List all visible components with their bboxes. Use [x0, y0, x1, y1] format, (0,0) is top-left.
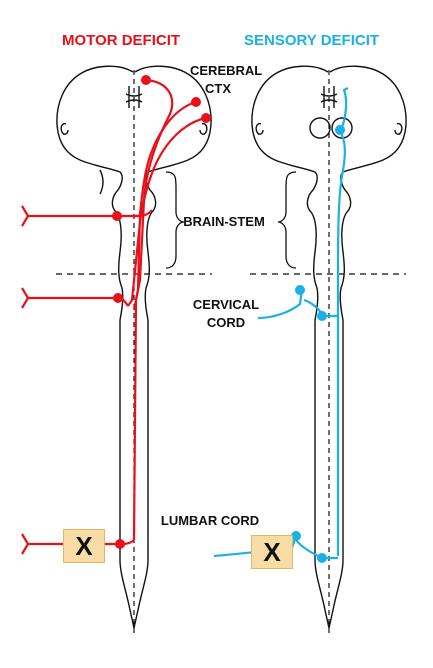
motor-soma-cortex-1	[141, 75, 151, 85]
motor-soma-cortex-3	[201, 113, 211, 123]
cerebral-cortex-label: CEREBRAL CTX	[190, 62, 263, 98]
midlines	[133, 70, 330, 636]
sensory-soma-thalamus	[335, 125, 345, 135]
sensory-lesion-marker: X	[251, 535, 293, 569]
motor-pathway	[21, 78, 207, 555]
motor-deficit-header: MOTOR DEFICIT	[62, 32, 181, 49]
cervical-label-line2: CORD	[206, 315, 246, 330]
sensory-soma-lumbar-drg	[291, 531, 301, 541]
brainstem-label: BRAIN-STEM	[183, 214, 265, 229]
motor-soma-lumbar	[115, 539, 125, 549]
sensory-soma-cervical-dorsal-horn	[317, 311, 327, 321]
motor-soma-cortex-2	[191, 97, 201, 107]
brainstem-brace-right	[277, 171, 297, 269]
motor-neuron-somas	[112, 75, 211, 549]
motor-lesion-marker: X	[63, 529, 105, 563]
sensory-soma-cervical-drg	[295, 285, 305, 295]
sensory-neuron-somas	[291, 125, 345, 563]
cervical-cord-label: CERVICAL CORD	[186, 296, 266, 332]
sensory-soma-lumbar-dorsal-horn	[317, 553, 327, 563]
cerebral-label-line1: CEREBRAL	[190, 63, 263, 78]
motor-soma-brainstem	[112, 211, 122, 221]
cervical-label-line1: CERVICAL	[192, 297, 260, 312]
lumbar-cord-label: LUMBAR CORD	[160, 513, 260, 528]
motor-soma-cervical	[113, 293, 123, 303]
cerebral-label-line2: CTX	[205, 81, 231, 96]
sensory-deficit-header: SENSORY DEFICIT	[244, 32, 380, 49]
brainstem-brace-left	[165, 171, 185, 269]
